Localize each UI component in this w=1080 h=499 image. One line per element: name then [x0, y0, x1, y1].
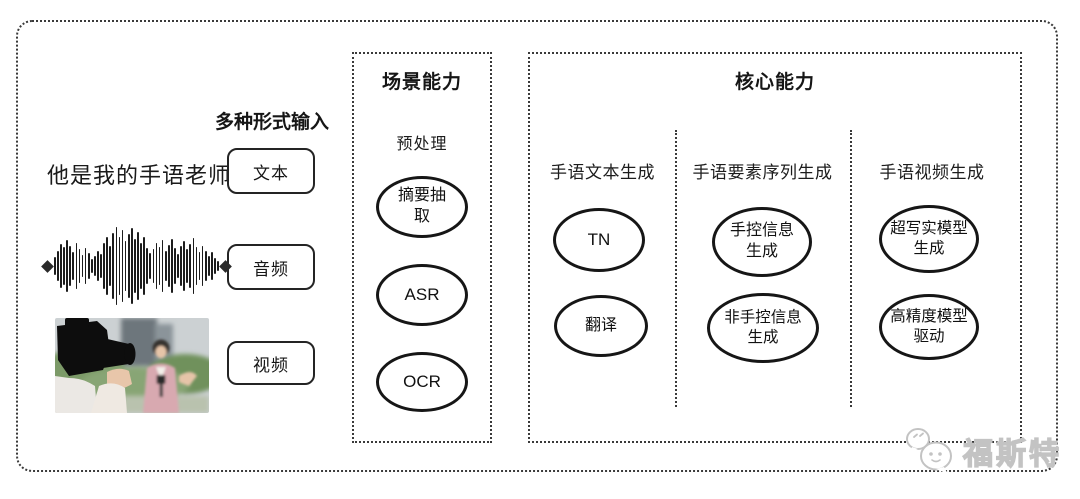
core-column-divider-1: [675, 130, 677, 407]
audio-waveform: [41, 227, 232, 305]
column-header-sign-video-generation: 手语视频生成: [879, 163, 985, 182]
audio-input-box: 音频: [227, 244, 315, 290]
audio-waveform-bars: [54, 227, 219, 305]
chat-bubbles-logo-icon: [906, 428, 952, 474]
watermark-text: 福斯特: [962, 437, 1062, 471]
node-asr: ASR: [376, 264, 468, 326]
node-summary-extraction: 摘要抽取: [376, 176, 468, 238]
scene-capability-box: 场景能力 预处理 摘要抽取 ASR OCR: [352, 52, 492, 443]
input-section-heading: 多种形式输入: [214, 112, 329, 133]
preprocess-label: 预处理: [396, 136, 448, 153]
watermark: 福斯特: [904, 426, 1062, 476]
core-column-divider-2: [850, 130, 852, 407]
text-input-box: 文本: [227, 148, 315, 194]
node-ocr: OCR: [376, 352, 468, 412]
node-high-precision-model-driving: 高精度模型驱动: [879, 294, 979, 360]
outer-dotted-border: [16, 20, 1058, 472]
reporter-scene-illustration: [55, 318, 209, 413]
core-box-title: 核心能力: [734, 72, 815, 93]
scene-box-title: 场景能力: [381, 72, 462, 93]
node-tn: TN: [553, 208, 645, 272]
waveform-left-cap: [41, 259, 54, 273]
video-thumbnail: [55, 318, 209, 413]
text-input-label: 文本: [253, 163, 289, 183]
node-manual-info-generation: 手控信息生成: [712, 207, 812, 277]
column-header-sign-text-generation: 手语文本生成: [550, 163, 655, 182]
node-non-manual-info-generation: 非手控信息生成: [707, 293, 819, 363]
video-input-box: 视频: [227, 341, 315, 385]
column-header-sign-element-sequence-generation: 手语要素序列生成: [692, 163, 833, 182]
node-hyper-realistic-model-generation: 超写实模型生成: [879, 205, 979, 273]
core-capability-box: 核心能力 手语文本生成 手语要素序列生成 手语视频生成 TN 翻译 手控信息生成…: [528, 52, 1022, 443]
sample-sentence-text: 他是我的手语老师: [47, 163, 232, 188]
node-translation: 翻译: [554, 295, 648, 357]
video-input-label: 视频: [253, 355, 289, 375]
audio-input-label: 音频: [253, 259, 289, 279]
